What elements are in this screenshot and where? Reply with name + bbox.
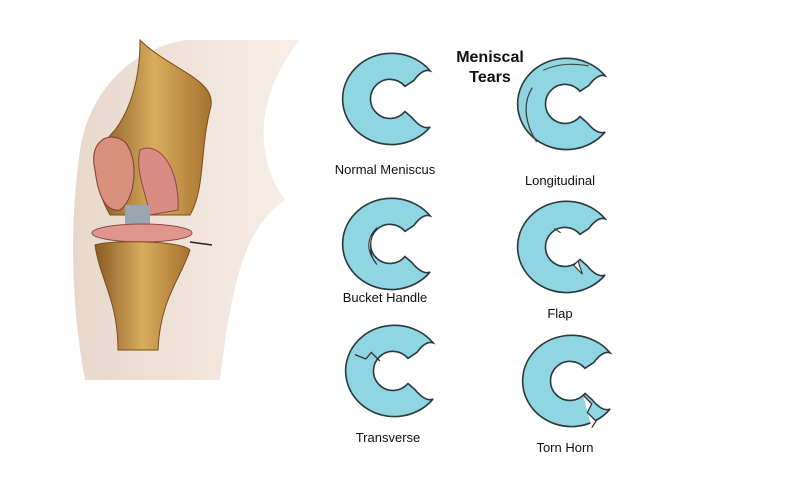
patella [93,136,135,211]
meniscus-none [335,50,445,150]
meniscus-label: Torn Horn [536,440,594,455]
cartilage [138,147,179,216]
meniscus-flap [510,198,620,298]
meniscus-in-knee [91,223,193,243]
meniscus-torn-horn [515,332,625,432]
meniscus-label: Longitudinal [524,173,596,188]
meniscus-longitudinal [510,55,620,155]
pointer-line [189,241,213,246]
title-line-1: Meniscal [456,49,524,66]
meniscus-label: Flap [547,306,573,321]
tibia [94,241,191,351]
diagram-title: Meniscal Tears [430,48,550,88]
meniscus-transverse [338,322,448,422]
title-line-2: Tears [469,69,511,86]
knee-joint-illustration [73,38,301,380]
meniscus-label: Normal Meniscus [334,162,436,177]
meniscus-bucket-handle [335,195,445,295]
meniscus-label: Bucket Handle [342,290,428,305]
meniscus-label: Transverse [355,430,421,445]
